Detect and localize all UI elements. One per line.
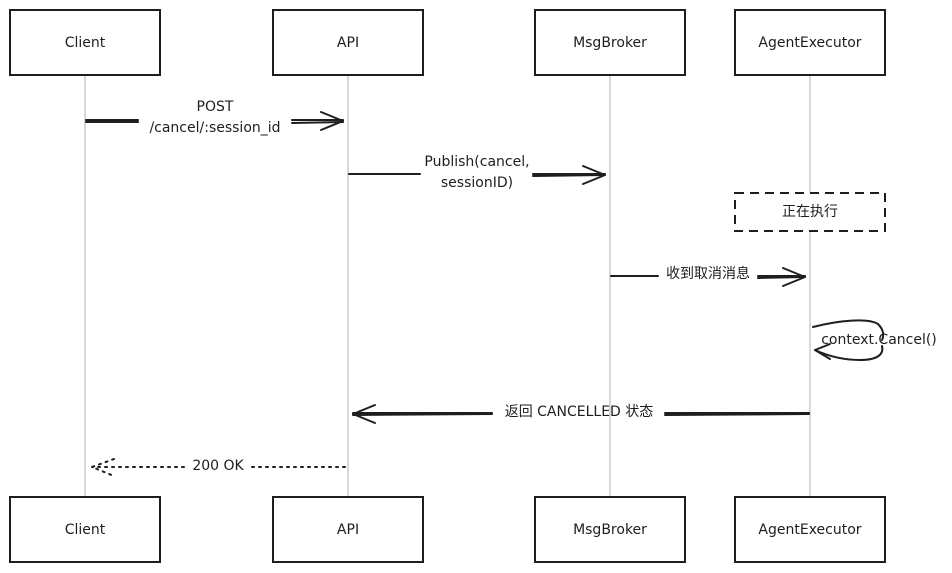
- participant-broker-top: MsgBroker: [534, 9, 686, 76]
- participant-label: MsgBroker: [573, 522, 647, 538]
- participant-label: AgentExecutor: [758, 35, 861, 51]
- participant-label: Client: [65, 35, 106, 51]
- participant-executor-top: AgentExecutor: [734, 9, 886, 76]
- message-label: Publish(cancel,: [424, 154, 529, 170]
- participant-label: Client: [65, 522, 106, 538]
- message-label: context.Cancel(): [821, 332, 937, 348]
- participant-broker-bottom: MsgBroker: [534, 496, 686, 563]
- message-return-cancelled: 返回 CANCELLED 状态: [352, 404, 810, 424]
- participant-api-bottom: API: [272, 496, 424, 563]
- participant-label: MsgBroker: [573, 35, 647, 51]
- note-executing: 正在执行: [734, 192, 886, 232]
- message-publish: Publish(cancel, sessionID): [348, 154, 606, 191]
- message-label: 200 OK: [192, 458, 244, 474]
- message-label: 返回 CANCELLED 状态: [505, 404, 654, 420]
- message-200-ok: 200 OK: [91, 458, 346, 477]
- participant-executor-bottom: AgentExecutor: [734, 496, 886, 563]
- message-self-cancel: context.Cancel(): [812, 319, 937, 361]
- participant-api-top: API: [272, 9, 424, 76]
- participant-label: API: [337, 35, 359, 51]
- participant-label: AgentExecutor: [758, 522, 861, 538]
- message-label: /cancel/:session_id: [149, 120, 280, 136]
- message-label: sessionID): [441, 175, 513, 191]
- message-label: 收到取消消息: [666, 265, 750, 282]
- participant-label: API: [337, 522, 359, 538]
- note-label: 正在执行: [782, 204, 838, 220]
- participant-client-bottom: Client: [9, 496, 161, 563]
- participant-client-top: Client: [9, 9, 161, 76]
- message-post-cancel: POST /cancel/:session_id: [85, 99, 344, 136]
- message-receive-cancel: 收到取消消息: [610, 265, 806, 287]
- message-label: POST: [197, 99, 234, 115]
